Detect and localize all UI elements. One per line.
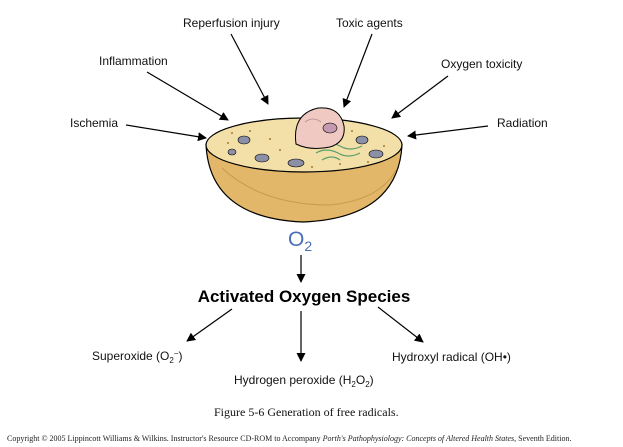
- arrow-to-superoxide: [186, 308, 233, 342]
- figure-caption: Figure 5-6 Generation of free radicals.: [214, 405, 399, 419]
- label-inflammation: Inflammation: [99, 54, 168, 68]
- nucleolus: [322, 122, 338, 134]
- arrow-reperfusion: [230, 33, 269, 105]
- label-radiation: Radiation: [497, 116, 548, 130]
- cytoplasm-dots: [226, 129, 386, 169]
- arrow-radiation: [407, 125, 489, 140]
- label-oxygen-toxicity: Oxygen toxicity: [441, 57, 522, 71]
- arrow-toxic: [342, 33, 373, 108]
- label-reperfusion-injury: Reperfusion injury: [183, 16, 280, 30]
- arrow-ischemia: [125, 124, 207, 142]
- label-superoxide: Superoxide (O2−): [92, 349, 183, 365]
- oxygen-label: O2: [288, 228, 312, 254]
- arrow-to-hydroxyl: [377, 306, 424, 343]
- nucleus: [294, 107, 345, 149]
- arrow-oxygen-toxicity: [391, 75, 449, 119]
- label-hydrogen-peroxide: Hydrogen peroxide (H2O2): [234, 373, 374, 389]
- cell-illustration: [205, 107, 403, 223]
- label-hydroxyl-radical: Hydroxyl radical (OH•): [392, 350, 511, 364]
- label-ischemia: Ischemia: [70, 116, 118, 130]
- copyright-notice: Copyright © 2005 Lippincott Williams & W…: [7, 434, 571, 443]
- label-toxic-agents: Toxic agents: [336, 16, 403, 30]
- activated-oxygen-species-label: Activated Oxygen Species: [198, 287, 411, 306]
- organelles: [227, 135, 384, 168]
- arrow-inflammation: [146, 71, 229, 121]
